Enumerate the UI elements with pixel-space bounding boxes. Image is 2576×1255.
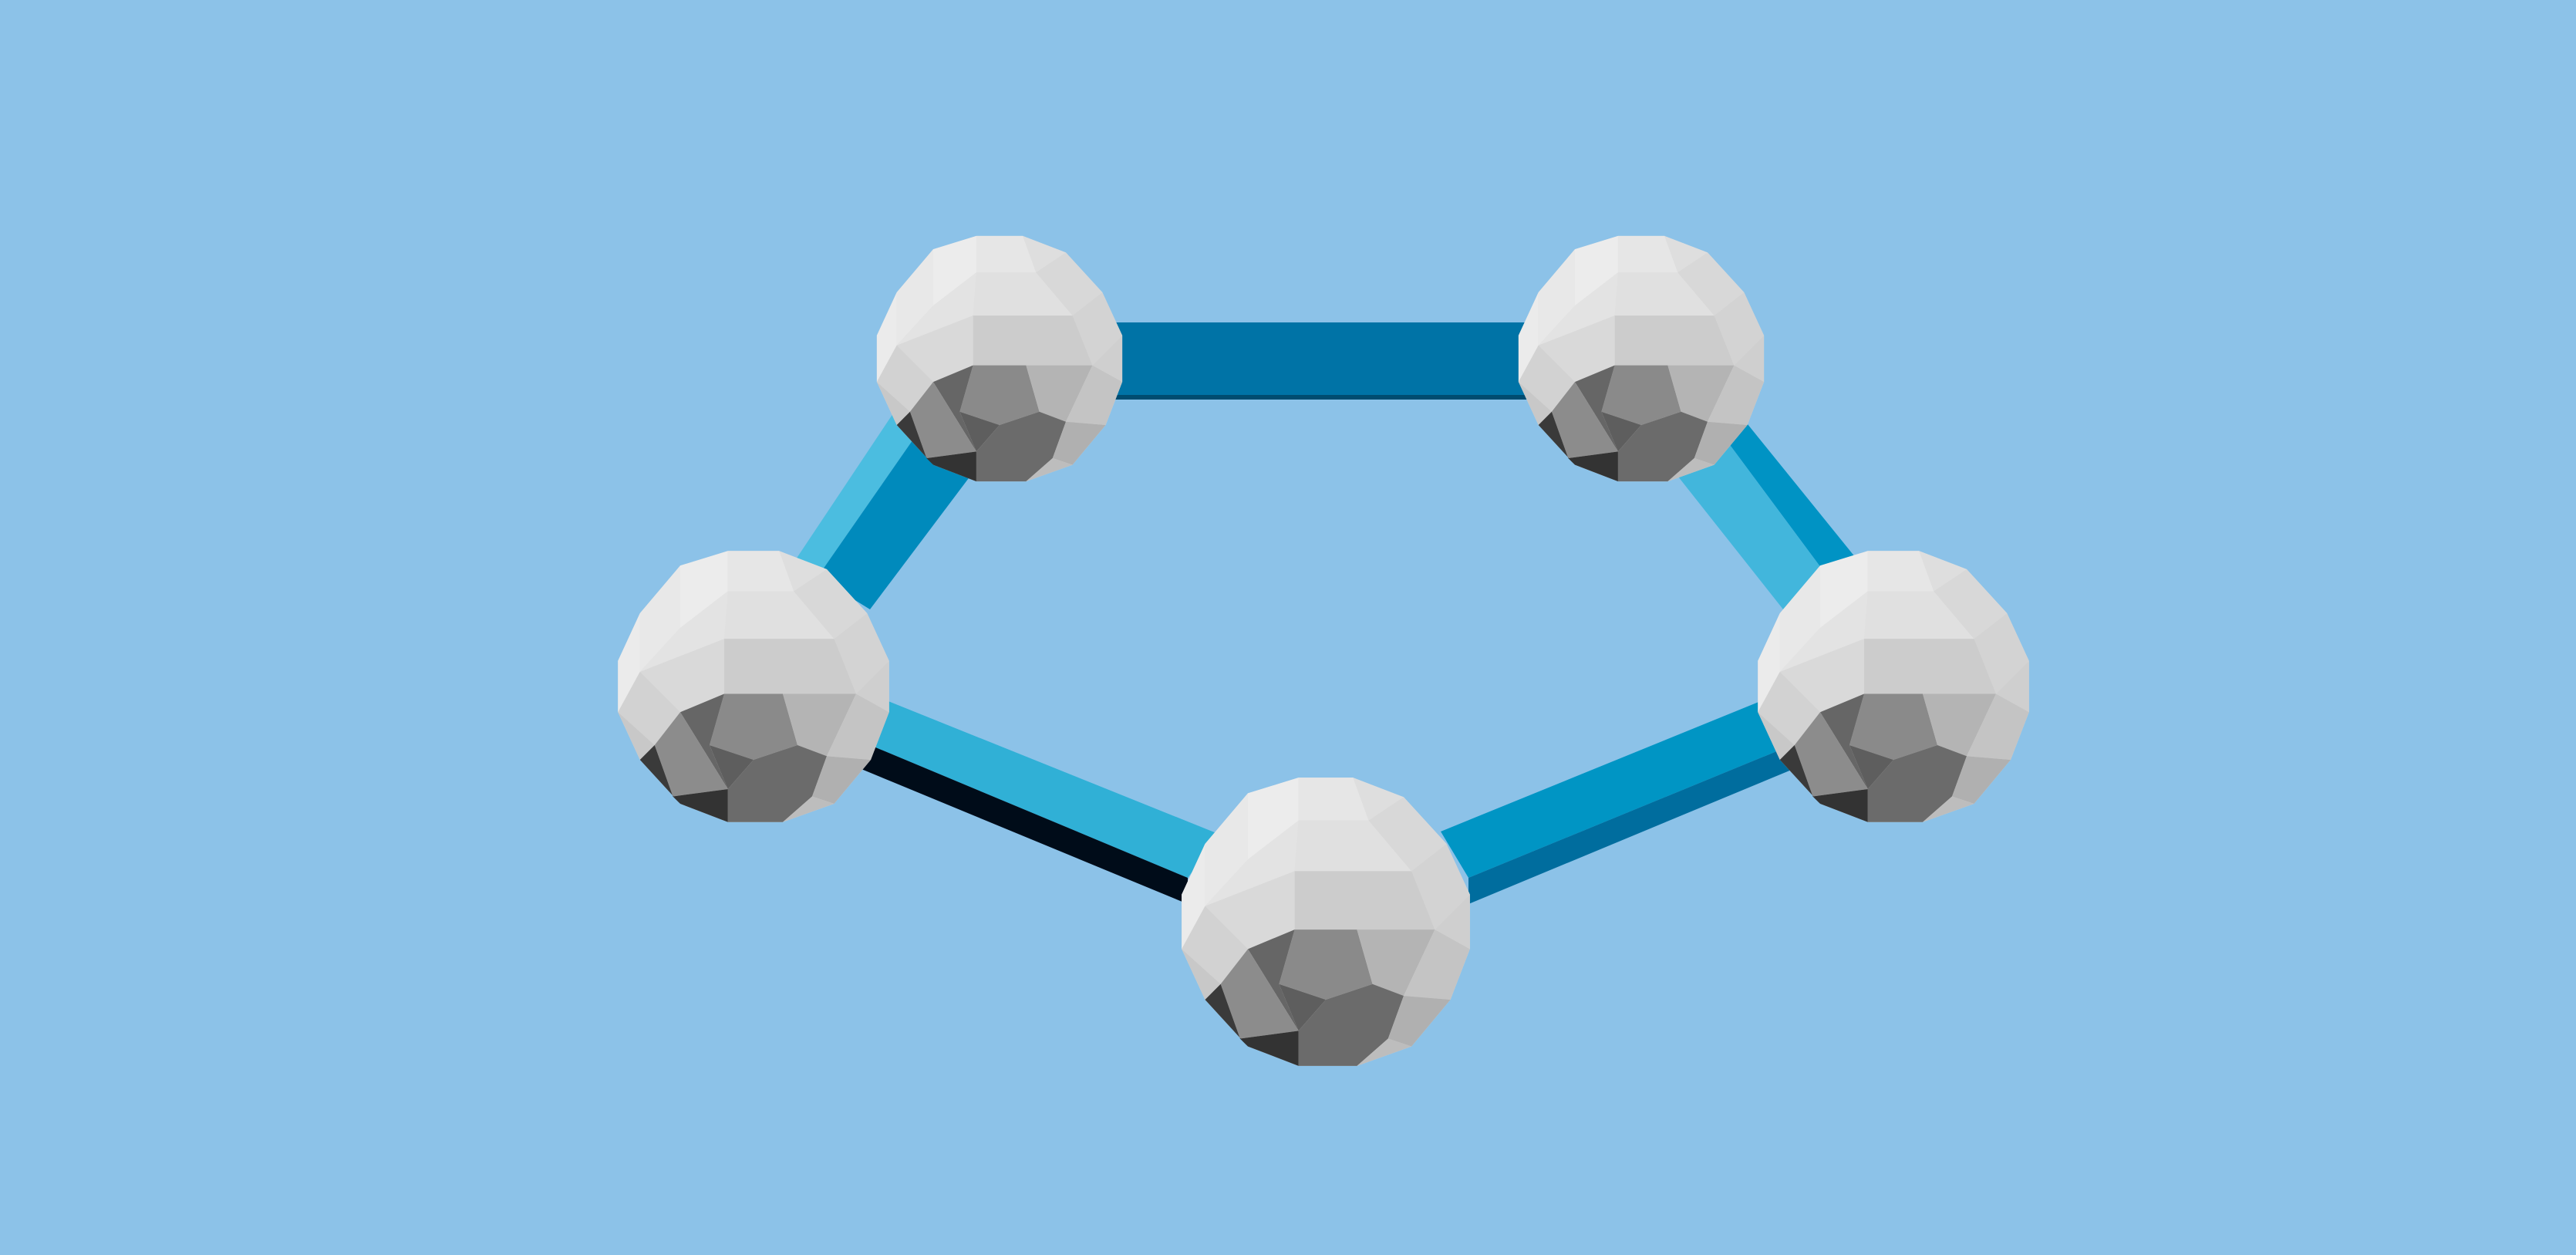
bond-lower-right <box>1441 689 1822 904</box>
bond-lower-left <box>831 689 1220 904</box>
bond-top <box>1111 322 1527 400</box>
